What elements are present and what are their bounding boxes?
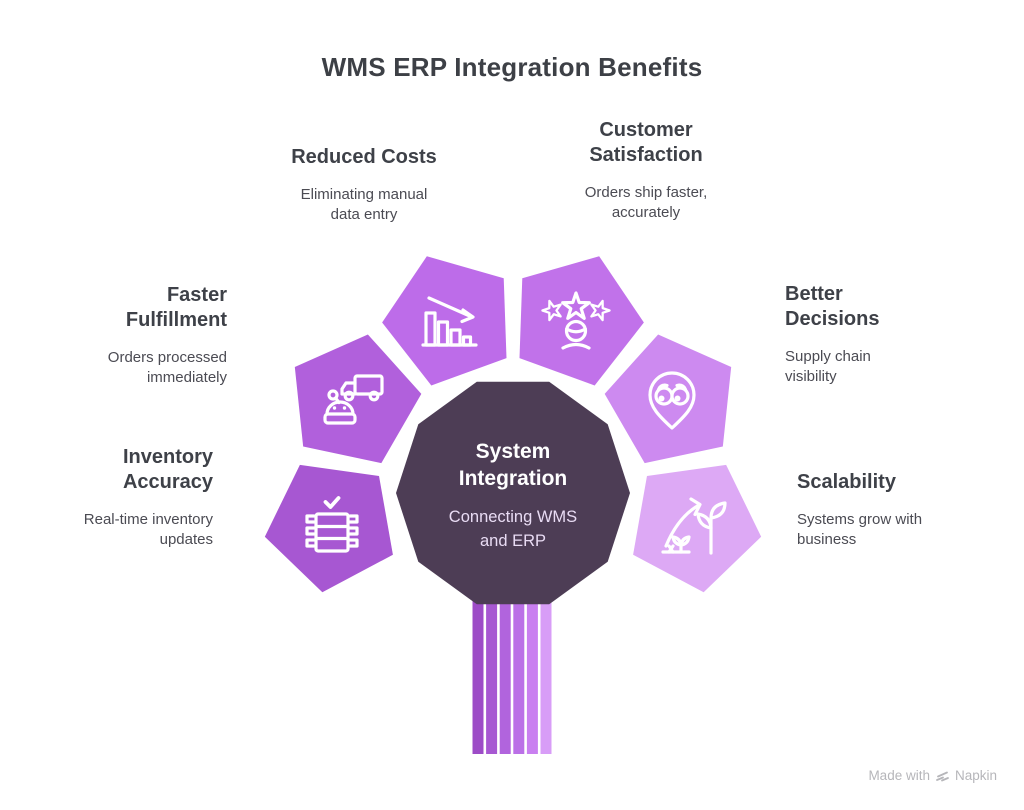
page-title: WMS ERP Integration Benefits [321, 52, 703, 82]
watermark-prefix: Made with [868, 768, 930, 783]
benefit-subtext: Orders processed immediately [107, 349, 227, 386]
benefit-subtext: Real-time inventory updates [83, 511, 213, 548]
trunk-stripe [486, 598, 498, 754]
benefit-label-reduced-costs: Reduced Costs Eliminating manual data en… [264, 145, 464, 225]
napkin-watermark[interactable]: Made with Napkin [868, 768, 997, 783]
benefit-label-customer-satisfaction: Customer Satisfaction Orders ship faster… [546, 118, 746, 223]
benefit-heading: Inventory Accuracy [122, 446, 213, 493]
pentagon-customer-satisfaction [519, 256, 644, 386]
pentagon-scalability [633, 464, 762, 593]
trunk-stripe [540, 598, 552, 754]
binoculars-map-pin-icon [648, 371, 696, 430]
benefit-heading: Faster Fulfillment [125, 284, 227, 331]
benefit-label-scalability: Scalability Systems grow with business [797, 470, 987, 550]
center-node-shape [396, 381, 630, 605]
robot-delivery-truck-icon [323, 374, 384, 425]
pentagon-better-decisions [604, 334, 732, 464]
declining-bar-chart-icon [421, 296, 478, 347]
trunk-stripes [472, 598, 552, 754]
pentagon-faster-fulfillment [294, 334, 422, 464]
pentagon-inventory-accuracy [264, 464, 393, 593]
benefit-subtext: Eliminating manual data entry [300, 186, 428, 223]
center-node-label: System Integration Connecting WMS and ER… [413, 438, 613, 553]
benefit-pentagons [264, 256, 762, 593]
watermark-brand: Napkin [954, 768, 997, 783]
benefit-heading: Better Decisions [785, 283, 880, 330]
benefit-subtext: Orders ship faster, accurately [584, 184, 708, 221]
checked-inventory-rack-icon [305, 496, 359, 553]
trunk-stripe [526, 598, 538, 754]
trunk-stripe [499, 598, 511, 754]
benefit-subtext: Supply chain visibility [785, 348, 871, 385]
center-heading: System Integration [458, 440, 568, 490]
benefit-label-inventory-accuracy: Inventory Accuracy Real-time inventory u… [13, 445, 213, 550]
trunk-stripe [472, 598, 484, 754]
benefit-heading: Customer Satisfaction [589, 119, 703, 166]
benefit-heading: Scalability [797, 471, 896, 493]
growth-plant-arrow-icon [661, 497, 727, 555]
napkin-logo-icon [936, 771, 949, 781]
benefit-label-faster-fulfillment: Faster Fulfillment Orders processed imme… [27, 283, 227, 388]
center-subtext: Connecting WMS and ERP [448, 508, 578, 550]
trunk-stripe [513, 598, 525, 754]
benefit-subtext: Systems grow with business [797, 511, 923, 548]
benefit-heading: Reduced Costs [291, 146, 437, 168]
benefit-label-better-decisions: Better Decisions Supply chain visibility [785, 282, 975, 387]
star-rating-person-icon [541, 291, 611, 350]
